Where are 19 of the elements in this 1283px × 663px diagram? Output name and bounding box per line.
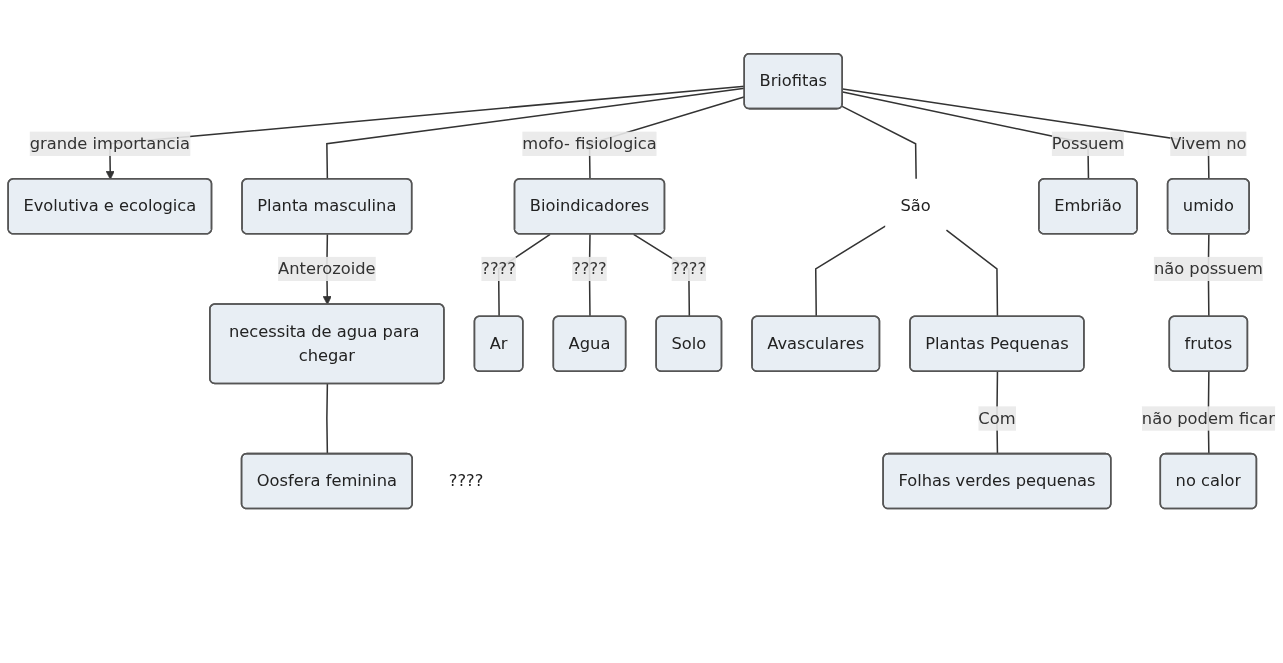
edge-label: ???? bbox=[481, 258, 516, 279]
connector bbox=[814, 225, 887, 318]
edge-label: não podem ficar bbox=[1141, 408, 1275, 428]
edge-label: Anterozoide bbox=[278, 258, 376, 279]
node-text: São bbox=[900, 196, 931, 216]
connector bbox=[945, 229, 999, 318]
connector bbox=[841, 91, 1090, 181]
edge-label: Com bbox=[978, 408, 1016, 428]
edge-label: grande importancia bbox=[29, 133, 191, 153]
edge-label: ???? bbox=[671, 258, 707, 279]
node-label: ???? bbox=[448, 470, 484, 491]
connector bbox=[841, 88, 1210, 181]
edge-label: ???? bbox=[572, 258, 607, 279]
connector bbox=[326, 383, 329, 455]
edge-label: Vivem no bbox=[1170, 133, 1247, 153]
connector bbox=[841, 105, 917, 181]
edge-label: Possuem bbox=[1051, 133, 1125, 153]
edge-label: mofo- fisiologica bbox=[522, 133, 657, 153]
edge-label: não possuem bbox=[1153, 258, 1263, 279]
